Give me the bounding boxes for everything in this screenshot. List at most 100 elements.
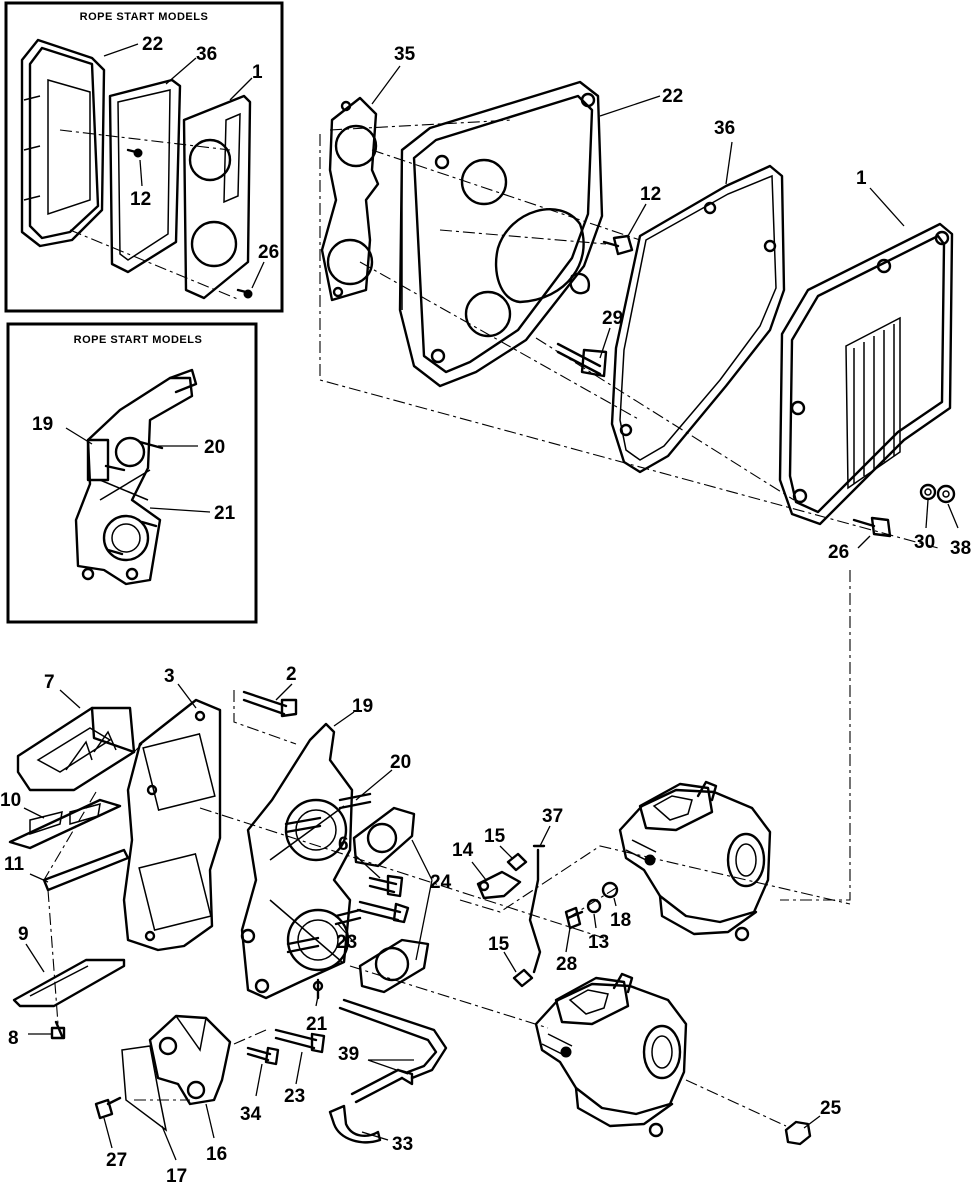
callout-37: 37 [542,806,563,827]
callout-10: 10 [0,790,21,811]
assembly-axis [59,129,241,301]
callout-12: 12 [640,184,661,205]
part-screw-26-inset [236,288,253,299]
part-cap-15-upper [506,852,528,872]
part-cover-22-inset [20,38,106,248]
assembly-axis [329,119,795,501]
callout-15: 15 [484,826,506,847]
inset-frame [6,322,258,624]
callout-21: 21 [306,1014,328,1035]
part-reed-block-7 [16,706,136,792]
inset-title: ROPE START MODELS [80,11,209,23]
carburetor-assembly: 37 15 14 18 13 28 15 25 [452,780,851,1146]
part-bolt-23 [356,900,410,924]
part-nut-18 [601,881,619,899]
part-gasket-36-inset [108,78,182,274]
callout-6: 6 [338,834,349,855]
callout-27: 27 [106,1150,127,1171]
part-screw-27 [94,1096,122,1120]
callout-33: 33 [392,1134,413,1155]
callout-22: 22 [662,86,683,107]
part-bolt-23-lower [274,1028,326,1054]
part-stud-23 [286,908,362,954]
part-carburetor-upper [618,780,772,942]
callout-18: 18 [610,910,631,931]
assembly-axis [780,570,851,901]
callout-22: 22 [142,34,163,55]
callout-7: 7 [44,672,55,693]
intake-manifold-assembly: 7 3 2 19 20 10 6 24 11 23 9 21 8 39 23 3… [0,664,605,1183]
callout-35: 35 [394,44,416,65]
callout-23: 23 [336,932,357,953]
assembly-axis [43,690,297,1025]
callout-1: 1 [856,168,867,189]
callout-24: 24 [430,872,452,893]
callout-29: 29 [602,308,623,329]
part-screw-34 [246,1046,280,1066]
callout-34: 34 [240,1104,262,1125]
part-clip-33 [328,1104,382,1144]
part-reed-stop-11 [42,848,130,892]
part-cover-17 [121,1045,168,1132]
inset-rope-start-bracket: ROPE START MODELS 19 20 21 [6,322,258,624]
part-stud-21-inset [106,520,158,556]
part-nut-25 [784,1120,812,1146]
callout-23: 23 [284,1086,305,1107]
callout-26: 26 [258,242,279,263]
callout-30: 30 [914,532,935,553]
part-gasket-3 [122,698,222,952]
part-screw-6 [368,874,404,898]
inset-title: ROPE START MODELS [74,334,203,346]
part-screw-12-inset [126,148,143,158]
part-stud-21 [312,978,324,1000]
part-reed-plate-9 [12,958,126,1008]
callout-19: 19 [352,696,373,717]
part-cap-15-lower [512,968,534,988]
callout-12: 12 [130,189,151,210]
part-screw-26 [852,516,892,538]
part-screw-12 [602,234,634,256]
callout-14: 14 [452,840,474,861]
part-silencer-plate-1 [778,222,954,526]
callout-16: 16 [206,1144,227,1165]
callout-28: 28 [556,954,577,975]
part-bracket-16 [148,1014,232,1106]
callout-39: 39 [338,1044,359,1065]
inset-frame [4,1,284,313]
callout-25: 25 [820,1098,842,1119]
assembly-axis [459,845,851,1127]
callout-2: 2 [286,664,297,685]
part-intake-manifold-19 [240,722,354,1000]
part-stud-29 [556,342,608,378]
callout-19: 19 [32,414,53,435]
callout-20: 20 [204,437,225,458]
part-washer-30 [919,483,937,501]
part-cover-22 [398,80,604,388]
part-gasket-36 [610,164,786,474]
part-stud-20 [284,792,372,834]
assembly-axis [319,134,939,549]
callout-15: 15 [488,934,510,955]
assembly-axis [134,807,605,1101]
silencer-assembly: 35 22 36 12 1 29 26 30 38 [319,44,971,901]
part-hose-39 [338,998,448,1104]
callout-17: 17 [166,1166,187,1183]
callout-21: 21 [214,503,236,524]
callout-38: 38 [950,538,971,559]
callout-11: 11 [4,854,25,875]
part-linkage-14 [476,870,522,900]
callout-36: 36 [196,44,217,65]
callout-13: 13 [588,932,609,953]
callout-26: 26 [828,542,849,563]
part-gasket-24 [352,806,430,994]
part-gasket-35 [320,96,380,302]
callout-3: 3 [164,666,175,687]
callout-1: 1 [252,62,263,83]
part-screw-2 [242,690,298,718]
part-carburetor-lower [534,972,688,1138]
part-reed-petals-10 [8,798,122,850]
part-screw-8 [50,1020,66,1040]
part-plate-1-inset [182,94,252,300]
part-link-rod-37 [528,844,546,974]
